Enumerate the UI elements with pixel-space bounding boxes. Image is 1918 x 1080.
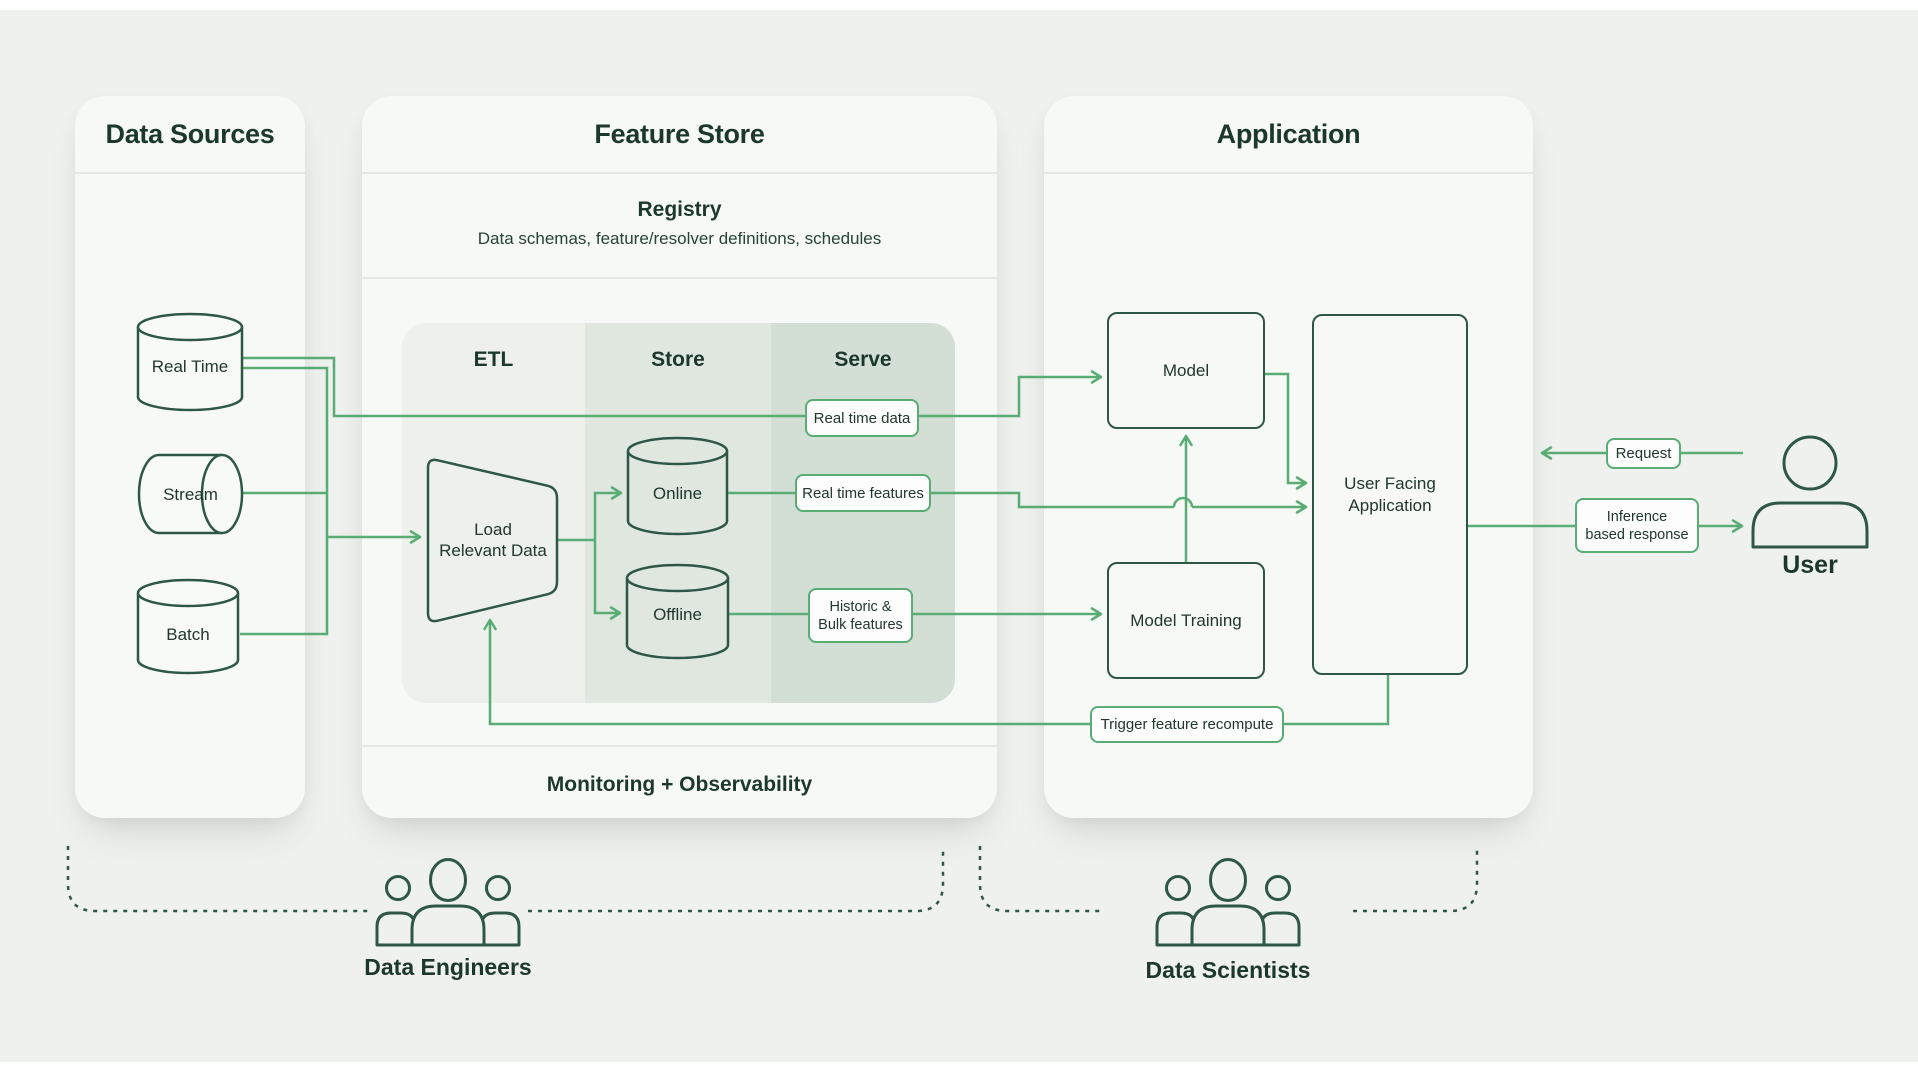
load-relevant-data-line1: Load: [474, 520, 512, 539]
application-title: Application: [1216, 119, 1361, 149]
data-engineers-brace: [66, 846, 945, 913]
store-column-label: Store: [651, 348, 705, 371]
inference-based-response-badge: Inference based response: [1575, 498, 1699, 553]
model-label: Model: [1162, 360, 1210, 380]
inference-line1: Inference: [1606, 508, 1668, 525]
feature-store-panel: Feature Store Registry Data schemas, fea…: [362, 96, 997, 818]
feature-store-title: Feature Store: [594, 119, 765, 149]
model-training-label: Model Training: [1130, 610, 1242, 630]
user-label: User: [1782, 550, 1838, 579]
user-facing-application-box: User Facing Application: [1312, 314, 1468, 675]
feature-store-header-divider: [362, 172, 997, 174]
data-engineers-label: Data Engineers: [364, 953, 532, 980]
real-time-features-text: Real time features: [802, 484, 924, 502]
registry-divider: [362, 277, 997, 279]
serve-column: [771, 323, 955, 703]
load-relevant-data-line2: Relevant Data: [439, 541, 547, 560]
data-scientists-brace: [978, 846, 1479, 913]
people-group-icon-data-engineers: [375, 858, 521, 947]
real-time-label: Real Time: [151, 356, 229, 376]
data-sources-title: Data Sources: [105, 119, 275, 149]
request-text: Request: [1615, 445, 1672, 462]
monitoring-divider: [362, 745, 997, 747]
data-sources-header-divider: [75, 172, 305, 174]
bottom-white-strip: [0, 1062, 1918, 1080]
person-icon-user: [1751, 435, 1869, 549]
batch-label: Batch: [166, 624, 210, 644]
model-box: Model: [1107, 312, 1265, 429]
historic-bulk-features-badge: Historic & Bulk features: [808, 588, 913, 643]
offline-label: Offline: [653, 604, 702, 624]
etl-column-label: ETL: [473, 348, 514, 371]
trigger-feature-recompute-badge: Trigger feature recompute: [1090, 706, 1284, 743]
store-column: [585, 323, 771, 703]
real-time-features-badge: Real time features: [795, 474, 931, 512]
load-relevant-data-label: Load Relevant Data: [418, 518, 568, 562]
registry-subtitle: Data schemas, feature/resolver definitio…: [477, 229, 882, 248]
online-label: Online: [652, 483, 703, 503]
trigger-text: Trigger feature recompute: [1100, 716, 1274, 733]
registry-title: Registry: [637, 198, 722, 221]
stream-label: Stream: [163, 484, 218, 504]
user-facing-application-label-line1: User Facing: [1344, 473, 1436, 493]
data-scientists-label: Data Scientists: [1145, 956, 1311, 983]
model-training-box: Model Training: [1107, 562, 1265, 679]
application-header-divider: [1044, 172, 1533, 174]
real-time-data-badge: Real time data: [805, 399, 919, 437]
etl-column: [402, 323, 585, 703]
monitoring-label: Monitoring + Observability: [546, 773, 813, 796]
top-white-strip: [0, 0, 1918, 10]
real-time-data-text: Real time data: [813, 409, 911, 427]
inference-line2: based response: [1585, 526, 1689, 543]
serve-column-label: Serve: [834, 348, 892, 371]
user-facing-application-label-line2: Application: [1348, 495, 1432, 515]
request-badge: Request: [1606, 438, 1681, 469]
people-group-icon-data-scientists: [1155, 858, 1301, 947]
historic-line2: Bulk features: [818, 616, 903, 633]
data-sources-panel: Data Sources: [75, 96, 305, 818]
historic-line1: Historic &: [829, 598, 892, 615]
